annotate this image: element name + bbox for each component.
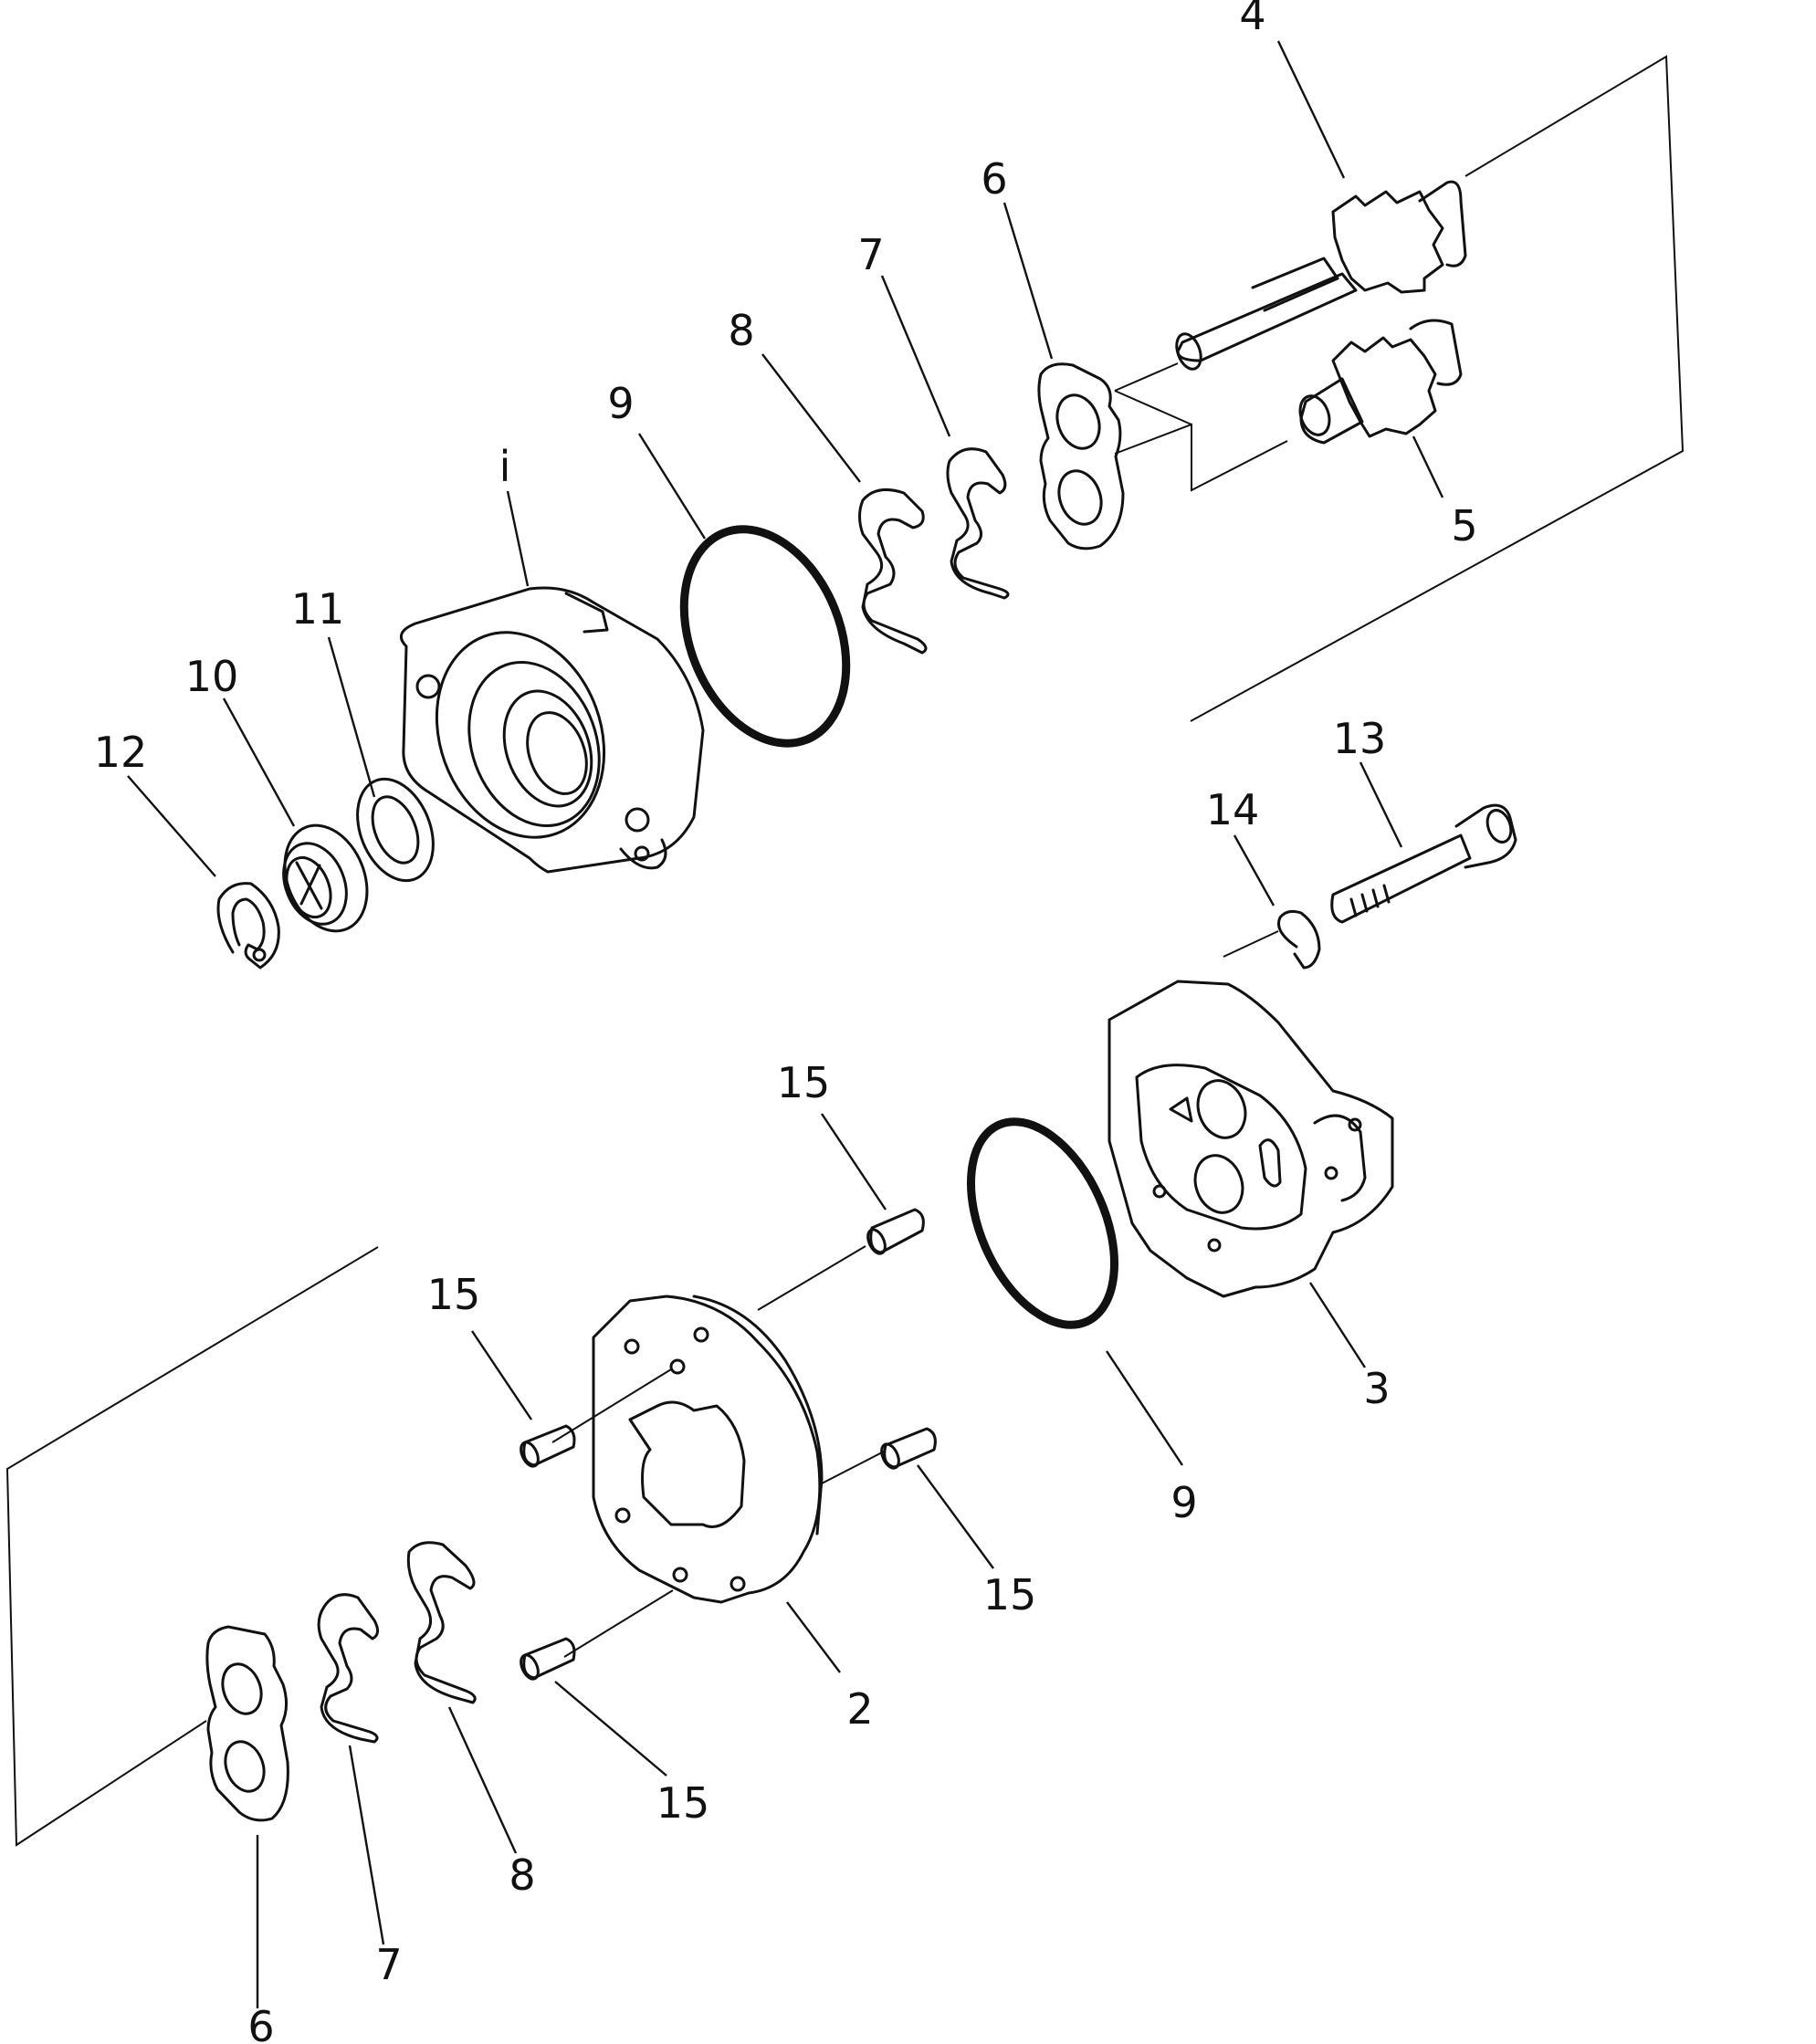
dowel-pin-part-15-c xyxy=(880,1427,937,1470)
washer-part-14 xyxy=(1277,909,1321,970)
side-plate-part-6-bottom xyxy=(205,1625,289,1822)
callout-part-7-top: 7 xyxy=(857,230,884,279)
bearing-part-10 xyxy=(282,823,369,933)
leader-part-11 xyxy=(327,636,376,798)
leader-part-12 xyxy=(127,775,216,877)
callout-part-2: 2 xyxy=(846,1684,873,1734)
callout-part-13: 13 xyxy=(1333,714,1387,763)
driven-gear-part-5 xyxy=(1298,319,1463,445)
leader-part-9-bottom xyxy=(1106,1350,1183,1466)
gear-axis-line xyxy=(1114,390,1192,425)
leader-lines xyxy=(127,40,1444,2008)
leader-part-7-bottom xyxy=(348,1745,385,1945)
callout-part-1: i xyxy=(499,442,511,491)
cover-bolt-guide xyxy=(1223,930,1279,958)
body-dowel-guide-3 xyxy=(821,1451,885,1484)
callout-part-15-a: 15 xyxy=(777,1058,831,1107)
front-cover-part-1 xyxy=(399,586,705,874)
seal-part-7-top xyxy=(946,447,1010,600)
leader-part-15-d xyxy=(554,1681,667,1777)
snap-ring-hole-icon xyxy=(252,948,267,962)
leader-part-15-a xyxy=(821,1113,887,1211)
callout-part-14: 14 xyxy=(1206,785,1260,834)
leader-part-15-c xyxy=(917,1464,994,1569)
callout-part-5: 5 xyxy=(1451,501,1477,550)
callout-part-8-top: 8 xyxy=(728,306,754,355)
leader-part-14 xyxy=(1233,834,1275,907)
bolt-part-13 xyxy=(1330,803,1517,924)
callout-part-6-top: 6 xyxy=(981,154,1007,204)
dowel-pin-part-15-a xyxy=(866,1208,925,1255)
callout-part-7-bottom: 7 xyxy=(375,1940,402,1989)
seal-part-7-bottom xyxy=(317,1593,379,1744)
callout-part-15-c: 15 xyxy=(983,1570,1037,1619)
rear-cover-part-3 xyxy=(1107,980,1394,1298)
callout-part-6-bottom: 6 xyxy=(247,2002,274,2044)
callout-part-3: 3 xyxy=(1363,1364,1390,1413)
snap-ring-part-12 xyxy=(216,882,280,970)
leader-part-15-b xyxy=(471,1330,532,1420)
side-plate-part-6-top xyxy=(1037,362,1125,550)
upper-group-boundary xyxy=(1190,55,1685,722)
callout-part-12: 12 xyxy=(94,728,148,777)
leader-part-4 xyxy=(1276,40,1346,179)
callout-part-9-bottom: 9 xyxy=(1170,1478,1197,1527)
leader-part-8-bottom xyxy=(447,1706,518,1854)
leader-part-6-top xyxy=(1002,202,1054,360)
callout-labels: i 2 3 4 5 6 6 7 7 8 8 9 9 10 11 12 13 14… xyxy=(94,0,1478,2044)
leader-part-1 xyxy=(506,490,530,587)
callout-part-10: 10 xyxy=(185,652,239,701)
backup-seal-part-8-bottom xyxy=(406,1541,477,1704)
leader-part-9-top xyxy=(637,433,707,540)
gear-axis-line-2 xyxy=(1114,423,1288,492)
lower-group-boundary xyxy=(5,1246,379,1847)
body-dowel-guide-4 xyxy=(563,1589,674,1658)
o-ring-part-9-top xyxy=(679,525,851,748)
callout-part-11: 11 xyxy=(291,584,345,634)
callout-part-8-bottom: 8 xyxy=(509,1850,535,1900)
callout-part-4: 4 xyxy=(1239,0,1265,39)
leader-part-2 xyxy=(786,1601,841,1673)
body-dowel-guide-2 xyxy=(551,1368,672,1443)
leader-part-3 xyxy=(1308,1282,1367,1368)
leader-part-8-top xyxy=(761,353,861,483)
leader-part-13 xyxy=(1359,761,1403,848)
dowel-pin-part-15-b xyxy=(520,1424,576,1468)
gear-body-part-2 xyxy=(592,1295,824,1604)
drive-gear-axis-line xyxy=(1114,362,1179,392)
callout-part-9-top: 9 xyxy=(607,379,634,428)
leader-part-10 xyxy=(222,697,296,827)
leader-part-5 xyxy=(1412,435,1444,498)
spacer-part-11 xyxy=(356,777,435,883)
drive-gear-shaft-part-4 xyxy=(1175,180,1467,371)
body-dowel-guide-1 xyxy=(757,1245,866,1311)
dowel-pin-part-15-d xyxy=(520,1637,576,1681)
callout-part-15-d: 15 xyxy=(656,1778,710,1828)
callout-part-15-b: 15 xyxy=(427,1270,481,1319)
backup-seal-part-8-top xyxy=(858,487,928,655)
o-ring-part-9-bottom xyxy=(966,1117,1119,1329)
leader-part-7-top xyxy=(880,275,951,437)
